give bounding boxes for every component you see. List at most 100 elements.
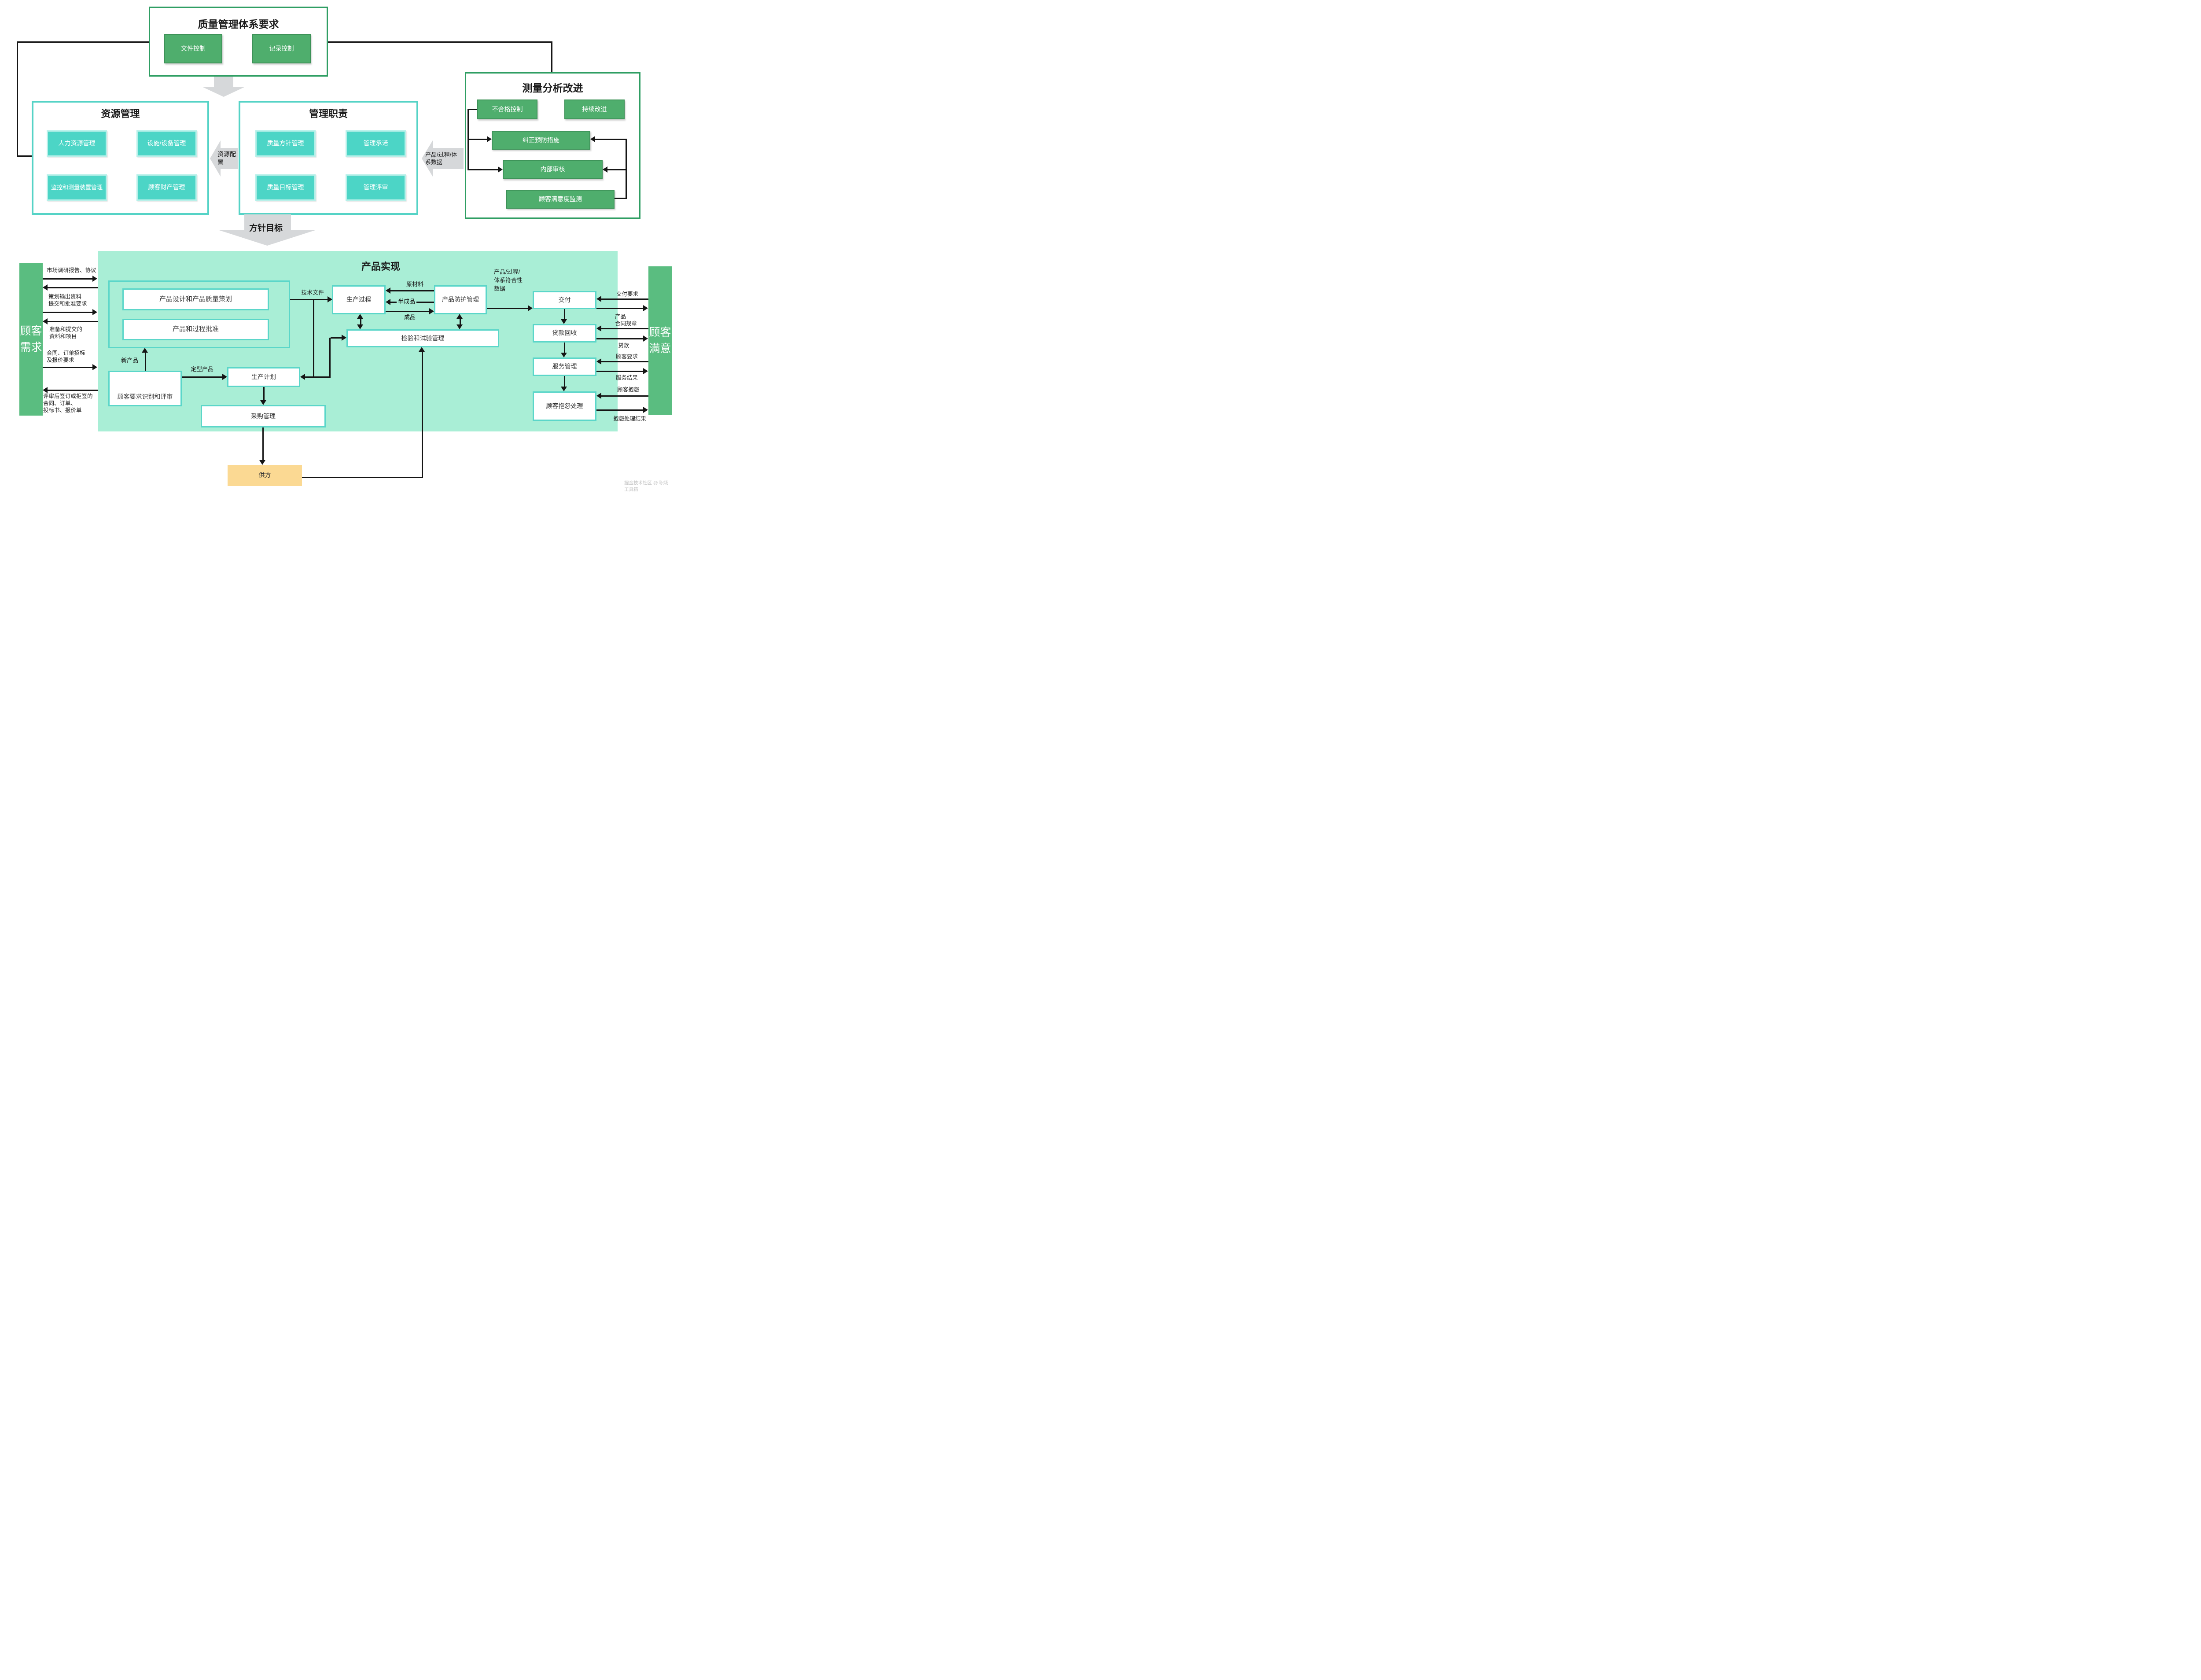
gray-arrow-down-head	[203, 87, 244, 97]
arrowhead-payment-in	[596, 325, 601, 332]
node-quality-policy: 质量方针管理	[255, 130, 316, 157]
node-customer-req-review: 顾客要求识别和评审	[108, 371, 182, 406]
label-market-research: 市场调研报告、协议	[47, 267, 96, 273]
arrowhead-tech-doc	[328, 296, 332, 302]
design-subcontainer	[108, 280, 290, 348]
gray-arrow-pps-data-shaft	[432, 148, 464, 169]
arrow-complaint-out	[596, 409, 644, 411]
node-facility-management: 设施/设备管理	[136, 130, 197, 157]
label-payment: 贷款	[618, 343, 629, 349]
node-service-management: 服务管理	[533, 357, 596, 376]
label-semi-product: 半成品	[397, 298, 417, 305]
arrow-payment-in	[601, 328, 648, 329]
arrowhead-plan-purchase	[260, 400, 266, 405]
connector-measure-right-v	[626, 139, 627, 199]
arrow-complaint-in	[601, 395, 648, 397]
label-contract-bid: 合同、订单招标 及报价要求	[47, 350, 85, 363]
label-planning-output: 策划输出资料 提交和批准要求	[48, 294, 87, 307]
arrow-service-in	[601, 361, 648, 362]
node-corrective-preventive: 纠正预防措施	[492, 131, 590, 150]
arrowhead-left1-back	[43, 284, 48, 291]
arrow-delivery-out	[596, 308, 644, 309]
arrowhead-protection-delivery	[528, 305, 533, 311]
connector-new-product	[145, 352, 146, 371]
arrowhead-complaint-out	[643, 407, 648, 413]
label-complaint: 顾客抱怨	[617, 387, 640, 393]
label-cust-req: 顾客要求	[616, 354, 638, 360]
connector-final-product	[182, 376, 223, 378]
connector-service-complaint	[564, 376, 565, 387]
arrowhead-left1-right	[92, 276, 97, 282]
node-production-process: 生产过程	[332, 285, 386, 314]
node-customer-property-management: 顾客财产管理	[136, 174, 197, 201]
arrowhead-finished-product	[429, 308, 434, 314]
arrowhead-payment-out	[643, 335, 648, 342]
connector-supplier-v	[422, 351, 423, 478]
node-nonconforming-control: 不合格控制	[477, 99, 537, 119]
node-delivery: 交付	[533, 291, 596, 309]
customer-needs-bar: 顾客 需求	[19, 263, 43, 416]
node-product-protection: 产品防护管理	[434, 285, 487, 314]
connector-purchase-supplier	[262, 427, 264, 461]
node-design-planning: 产品设计和产品质量策划	[122, 288, 269, 310]
duty-title: 管理职责	[309, 108, 348, 119]
arrow-left2-right	[43, 312, 93, 313]
arrowhead-delivery-in	[596, 296, 601, 302]
connector-protection-delivery	[487, 308, 529, 309]
measure-title: 测量分析改进	[522, 82, 583, 94]
node-satisfaction-monitor: 顾客满意度监测	[506, 190, 615, 209]
arrowhead-corrective-r	[590, 136, 595, 142]
arrowhead-delivery-payment	[561, 319, 567, 324]
connector-nonconform-out	[467, 109, 477, 110]
node-production-plan: 生产计划	[227, 367, 300, 387]
arrowhead-prod-insp-down	[357, 324, 363, 329]
node-quality-objective: 质量目标管理	[255, 174, 316, 201]
arrowhead-payment-service	[561, 353, 567, 357]
node-complaint-handling: 顾客抱怨处理	[533, 391, 596, 421]
connector-to-corrective-l	[467, 139, 487, 140]
connector-to-audit-l	[467, 169, 498, 170]
connector-qms-right-h	[328, 41, 552, 43]
connector-protection-inspection	[460, 318, 461, 325]
resource-title: 资源管理	[101, 108, 140, 119]
arrowhead-semi-product	[386, 299, 390, 305]
arrowhead-into-plan	[300, 374, 305, 380]
arrow-left3-back	[48, 390, 98, 391]
arrowhead-audit-r	[603, 166, 607, 173]
label-product-contract: 产品 合同规章	[615, 313, 637, 327]
node-payment-recovery: 贷款回收	[533, 324, 596, 343]
connector-finished-product	[386, 311, 429, 312]
arrowhead-raw-material	[386, 287, 390, 294]
label-delivery-req: 交付要求	[616, 291, 639, 297]
connector-plan-purchase	[263, 387, 265, 401]
connector-techdoc-down	[313, 299, 314, 378]
node-hr-management: 人力资源管理	[47, 130, 107, 157]
arrowhead-left2-right	[92, 309, 97, 315]
arrowhead-delivery-out	[643, 305, 648, 311]
arrow-left1-right	[43, 278, 93, 280]
label-signed-contract: 评审后签订或拒签的 合同、订单、 投标书、报价单	[43, 393, 93, 413]
label-new-product: 新产品	[120, 357, 140, 364]
arrowhead-service-in	[596, 358, 601, 365]
arrowhead-into-inspection	[342, 335, 346, 341]
arrowhead-prot-insp-down	[456, 324, 463, 329]
gray-arrow-pps-data-head	[422, 140, 433, 177]
connector-to-corrective-r	[595, 139, 627, 140]
gray-arrow-policy-goal-shaft	[244, 214, 291, 230]
label-final-product: 定型产品	[191, 366, 214, 372]
connector-qms-left-v	[17, 41, 18, 157]
node-management-review: 管理评审	[346, 174, 406, 201]
node-continuous-improvement: 持续改进	[564, 99, 625, 119]
connector-delivery-payment	[564, 309, 565, 320]
arrowhead-final-product	[222, 374, 227, 380]
arrowhead-left3-back	[43, 387, 48, 393]
arrowhead-service-out	[643, 368, 648, 374]
realization-title: 产品实现	[361, 261, 400, 272]
gray-arrow-resource-alloc-head	[210, 140, 221, 177]
gray-arrow-down-shaft	[214, 77, 233, 87]
arrowhead-supplier-inspection	[419, 347, 425, 352]
connector-production-inspection	[360, 318, 361, 325]
arrowhead-complaint-in	[596, 393, 601, 399]
connector-payment-service	[564, 343, 565, 354]
connector-into-plan	[304, 376, 331, 378]
